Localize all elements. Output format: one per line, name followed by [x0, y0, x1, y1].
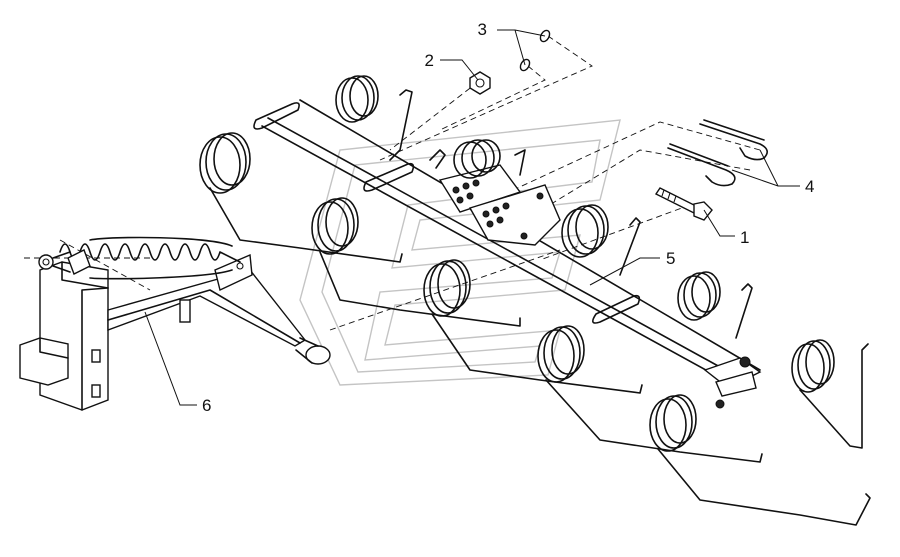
tine-coil-8 — [677, 271, 753, 339]
tine-coil-9 — [649, 394, 871, 526]
assembly-dashed-lines — [20, 35, 761, 331]
tine-coil-5 — [423, 259, 643, 394]
nut — [469, 71, 491, 95]
tine-coil-4 — [429, 139, 501, 179]
spring-bracket-assembly — [19, 236, 331, 411]
watermark-logo — [299, 119, 621, 386]
tine-coil-10 — [791, 339, 869, 449]
callout-3: 3 — [478, 20, 487, 39]
callout-4: 4 — [805, 177, 814, 196]
callout-6: 6 — [202, 396, 211, 415]
u-bolt-clips — [667, 119, 768, 187]
washers — [519, 29, 551, 72]
plate-holes — [452, 179, 544, 240]
bolt — [654, 187, 713, 221]
callout-1: 1 — [740, 228, 749, 247]
tine-rotor-bar-assembly — [199, 75, 871, 526]
tine-coil-7 — [537, 325, 763, 463]
tine-coil-2 — [335, 75, 413, 161]
callout-leaders — [144, 29, 800, 406]
tine-coil-1 — [199, 132, 403, 263]
callout-5: 5 — [666, 249, 675, 268]
tine-coil-3 — [311, 197, 521, 327]
tine-coil-6 — [561, 204, 641, 276]
callout-2: 2 — [425, 51, 434, 70]
